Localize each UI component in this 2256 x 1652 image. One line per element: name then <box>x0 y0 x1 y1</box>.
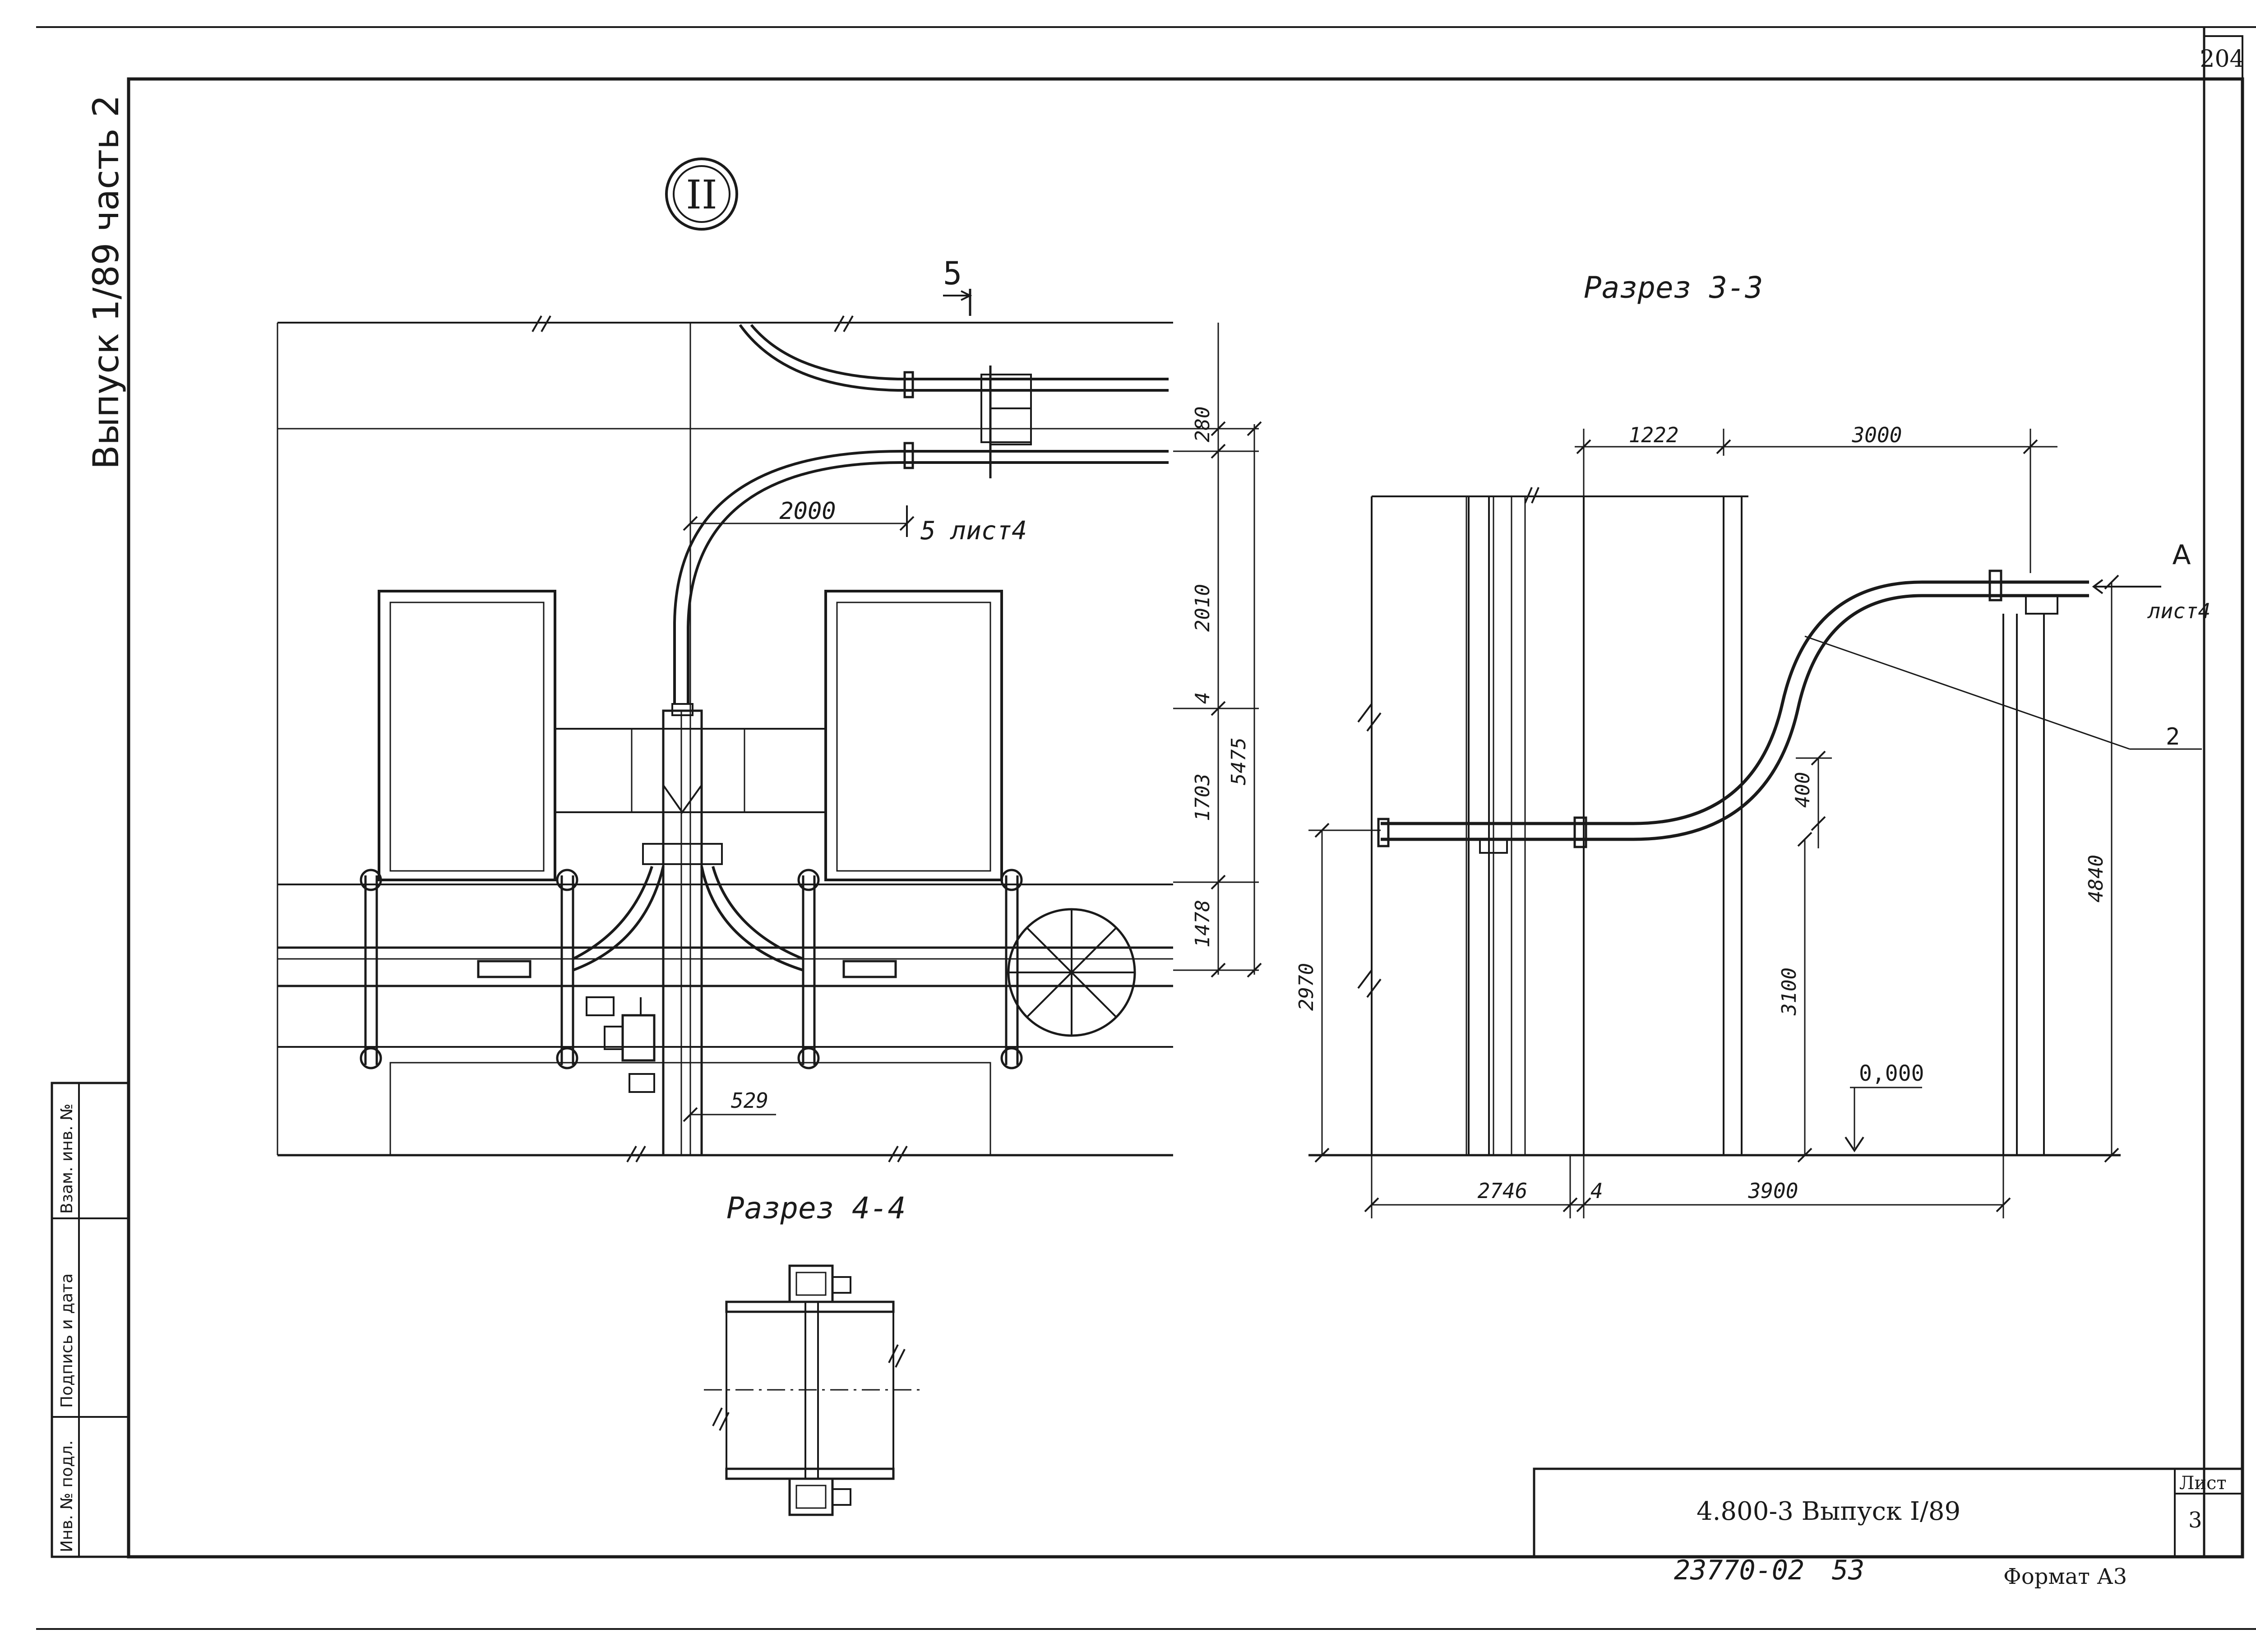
archive-code: 23770-02 <box>1674 1555 1804 1586</box>
dim-1478: 1478 <box>1191 900 1214 948</box>
dim-2010: 2010 <box>1191 584 1214 632</box>
archive-num: 53 <box>1832 1555 1864 1586</box>
section-3-3: Разрез 3-3 <box>1295 270 2210 1218</box>
dim-400: 400 <box>1791 772 1814 808</box>
stamp-vzam: Взам. инв. № <box>58 1104 76 1214</box>
dim-3100: 3100 <box>1778 967 1801 1016</box>
marker-circle: II <box>665 157 738 231</box>
dim-2746: 2746 <box>1478 1179 1528 1203</box>
arrow-a-letter: А <box>2172 539 2191 571</box>
left-plan-view: 5 2000 5 лист4 280 2010 4 1703 1478 5475… <box>277 255 1262 1162</box>
dim-529: 529 <box>731 1088 768 1113</box>
stamp-podpis: Подпись и дата <box>58 1273 76 1408</box>
stamp-columns: Инв. № подл. Подпись и дата Взам. инв. № <box>51 1082 130 1558</box>
dim-5475: 5475 <box>1227 737 1250 785</box>
dim-2000: 2000 <box>779 498 836 525</box>
section-3-3-title: Разрез 3-3 <box>1584 270 1763 305</box>
section-4-4: Разрез 4-4 <box>704 1191 920 1516</box>
sheet-frame: 204 <box>36 26 2256 1630</box>
dim-4-bottom: 4 <box>1590 1179 1603 1203</box>
sheet-number: 3 <box>2188 1508 2202 1533</box>
doc-code: 4.800-3 Выпуск I/89 <box>1697 1497 1960 1526</box>
dim-1703: 1703 <box>1191 773 1214 821</box>
section-4-4-title: Разрез 4-4 <box>726 1191 906 1226</box>
side-title: Выпуск 1/89 часть 2 <box>86 95 127 469</box>
dim-3000: 3000 <box>1852 423 1902 447</box>
dim-2970: 2970 <box>1295 963 1318 1011</box>
section-mark-5: 5 <box>943 255 962 292</box>
dim-4: 4 <box>1191 692 1214 704</box>
arrow-a-ref: лист4 <box>2147 599 2210 623</box>
sheet-label: Лист <box>2179 1473 2227 1494</box>
format-label: Формат А3 <box>2003 1564 2127 1589</box>
dim-280: 280 <box>1191 407 1214 442</box>
dim-3900: 3900 <box>1748 1179 1798 1203</box>
callout-2: 2 <box>2166 723 2180 750</box>
title-block: 4.800-3 Выпуск I/89 Лист 3 23770-02 53 Ф… <box>1533 1467 2244 1589</box>
stamp-inv-podl: Инв. № подл. <box>58 1440 76 1552</box>
dim-4840: 4840 <box>2085 855 2108 902</box>
marker-label: II <box>686 171 717 218</box>
elevation-0: 0,000 <box>1859 1061 1924 1086</box>
dim-1222: 1222 <box>1629 423 1679 447</box>
page-number: 204 <box>2200 46 2244 73</box>
section-ref-5-sheet4: 5 лист4 <box>920 516 1027 546</box>
